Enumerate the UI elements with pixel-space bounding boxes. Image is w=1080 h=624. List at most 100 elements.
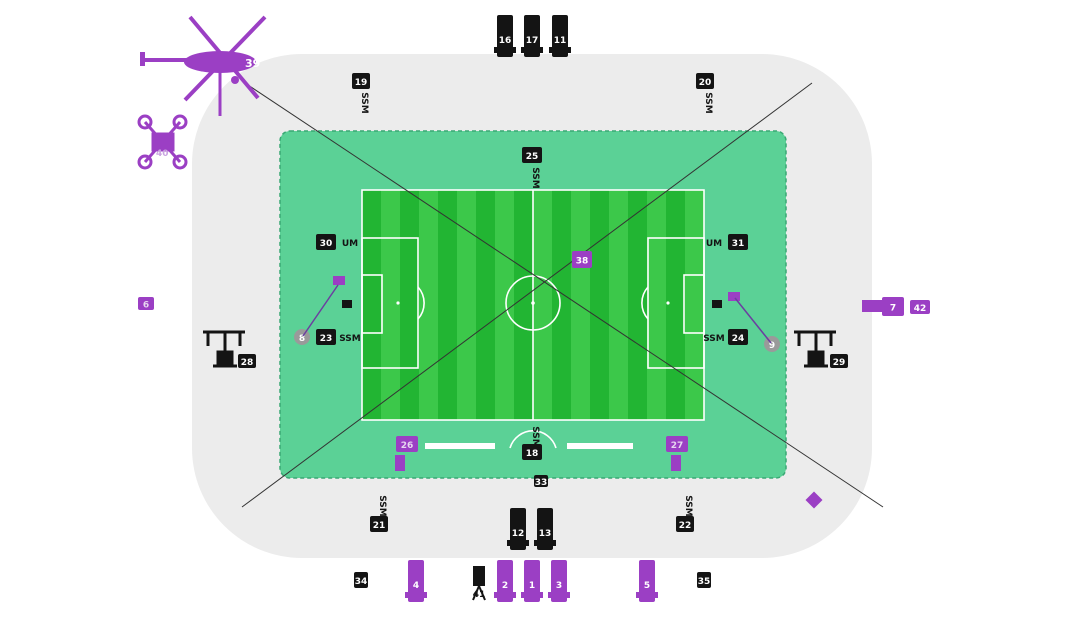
camera-label: 3 [556, 581, 562, 591]
camera-type-tag: SSM [359, 92, 369, 114]
camera-label: 27 [671, 441, 684, 451]
camera-label: 35 [698, 577, 711, 587]
camera-icon [666, 436, 688, 452]
camera-icon [510, 508, 526, 550]
tripod-camera-icon [473, 566, 485, 586]
camera-base [405, 592, 427, 598]
camera-cable [734, 297, 772, 344]
camera-42: 42 [910, 300, 930, 314]
camera-label-8: 8 [299, 334, 305, 344]
camera-type-tag: UM [342, 239, 358, 249]
camera-3: 3 [548, 560, 570, 602]
camera-label: 42 [914, 304, 927, 314]
camera-icon [882, 297, 904, 316]
camera-label: 24 [732, 334, 745, 344]
tripod-leg [472, 585, 480, 601]
camera-label: 31 [732, 239, 745, 249]
camera-icon [728, 234, 748, 250]
camera-icon [522, 444, 542, 460]
camera-18: 18 [522, 444, 542, 460]
tripod-camera-icon [395, 455, 405, 471]
camera-type-tag: UM [706, 239, 722, 249]
camera-label: 7 [890, 304, 896, 314]
camera-icon [728, 292, 740, 301]
camera-26: 26 [396, 436, 418, 452]
camera-icon [342, 300, 352, 308]
camera-4: 4 [405, 560, 427, 602]
camera-base [521, 592, 543, 598]
camera-label: 28 [241, 358, 254, 368]
camera-17: 17 [521, 15, 543, 57]
camera-icon [524, 15, 540, 57]
camera-25: 25 [522, 147, 542, 163]
camera-33: 33 [534, 475, 548, 488]
camera-icon [370, 516, 388, 532]
camera-base [494, 47, 516, 53]
camera-35: 35 [697, 572, 711, 588]
camera-icon [354, 572, 368, 588]
camera-label: 4 [413, 581, 419, 591]
camera-label: 34 [355, 577, 368, 587]
camera-type-tag: SSM [683, 495, 693, 517]
camera-icon [676, 516, 694, 532]
pitch-stripe [495, 190, 514, 420]
camera-lens [862, 300, 884, 312]
camera-icon [497, 15, 513, 57]
crane-icon [203, 330, 245, 368]
diagonal-line-2 [241, 82, 813, 508]
camera-icon [316, 234, 336, 250]
camera-label-9: 9 [769, 341, 775, 351]
camera-27: 27 [666, 436, 688, 452]
camera-11: 11 [549, 15, 571, 57]
camera-1: 1 [521, 560, 543, 602]
tripod-camera-icon [671, 455, 681, 471]
camera-label: 17 [526, 36, 539, 46]
camera-label: 29 [833, 358, 846, 368]
camera-label: 30 [320, 239, 333, 249]
camera-label-39: 39 [245, 57, 260, 70]
camera-icon [728, 329, 748, 345]
camera-base [548, 592, 570, 598]
camera-label: 2 [502, 581, 508, 591]
camera-13: 13 [534, 508, 556, 550]
camera-30: 30 [316, 234, 336, 250]
camera-icon [639, 560, 655, 602]
camera-base [636, 592, 658, 598]
camera-icon [697, 572, 711, 588]
camera-icon [333, 276, 345, 285]
camera-2: 2 [494, 560, 516, 602]
camera-label: 1 [529, 581, 535, 591]
camera-19: 19 [352, 73, 370, 89]
crane-icon [794, 330, 836, 368]
pitch-stripe [685, 190, 704, 420]
camera-label: 6 [143, 301, 149, 311]
camera-24: 24 [728, 329, 748, 345]
camera-icon [572, 251, 592, 268]
camera-base [521, 47, 543, 53]
pitch-stripe [381, 190, 400, 420]
camera-icon [138, 297, 154, 310]
camera-label: 22 [679, 521, 692, 531]
camera-label: 25 [526, 152, 539, 162]
camera-label: 23 [320, 334, 333, 344]
camera-label: 41 [473, 590, 486, 600]
camera-label: 18 [526, 449, 539, 459]
camera-label: 33 [535, 478, 548, 488]
camera-29: 29 [830, 354, 848, 368]
pitch-stripe [533, 190, 552, 420]
camera-label: 11 [554, 36, 567, 46]
camera-21: 21 [370, 516, 388, 532]
pitch-stripe [609, 190, 628, 420]
camera-label: 16 [499, 36, 512, 46]
camera-icon [408, 560, 424, 602]
camera-31: 31 [728, 234, 748, 250]
camera-icon [910, 300, 930, 314]
camera-label: 21 [373, 521, 386, 531]
diagonal-line-1 [244, 82, 884, 508]
camera-28: 28 [238, 354, 256, 368]
camera-type-tag: SSM [703, 92, 713, 114]
camera-type-tag: SSM [530, 426, 540, 448]
camera-icon [696, 73, 714, 89]
camera-icon [316, 329, 336, 345]
